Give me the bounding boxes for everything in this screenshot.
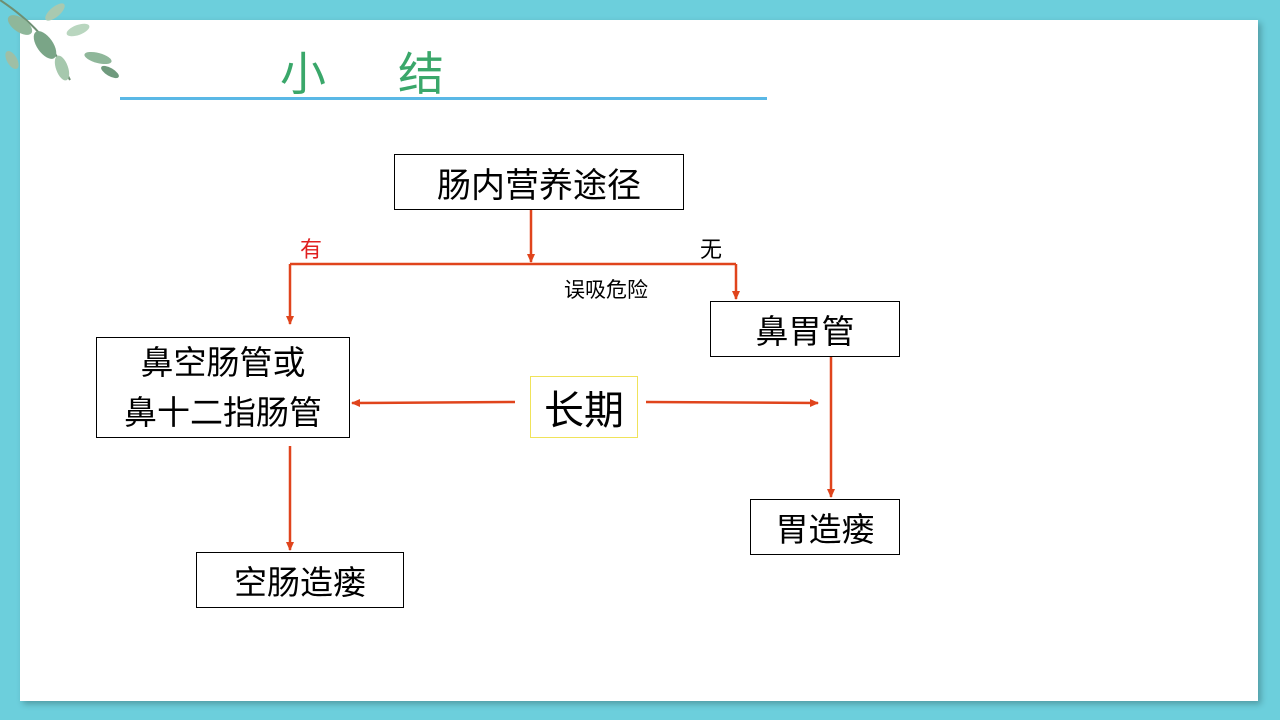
label-no: 无	[700, 238, 723, 263]
node-nasojejunal-tube: 鼻空肠管或 鼻十二指肠管	[96, 337, 350, 438]
leaf-decoration-icon	[0, 0, 119, 81]
arrow-long-to-left	[351, 398, 516, 407]
node-long-term: 长期	[530, 376, 638, 438]
nasojejunal-line-2: 鼻十二指肠管	[124, 392, 322, 432]
title-underline	[120, 97, 767, 100]
node-gastrostomy: 胃造瘘	[750, 499, 900, 555]
slide-title: 小结	[280, 38, 516, 104]
node-nasogastric-tube: 鼻胃管	[710, 301, 900, 357]
node-jejunostomy: 空肠造瘘	[196, 552, 404, 608]
label-aspiration-risk: 误吸危险	[564, 278, 648, 302]
label-yes: 有	[300, 238, 323, 263]
node-enteral-route: 肠内营养途径	[394, 154, 684, 210]
nasojejunal-line-1: 鼻空肠管或	[140, 342, 306, 382]
title-char-2: 结	[398, 47, 516, 101]
title-char-1: 小	[280, 47, 398, 101]
arrow-long-to-right	[645, 398, 819, 407]
